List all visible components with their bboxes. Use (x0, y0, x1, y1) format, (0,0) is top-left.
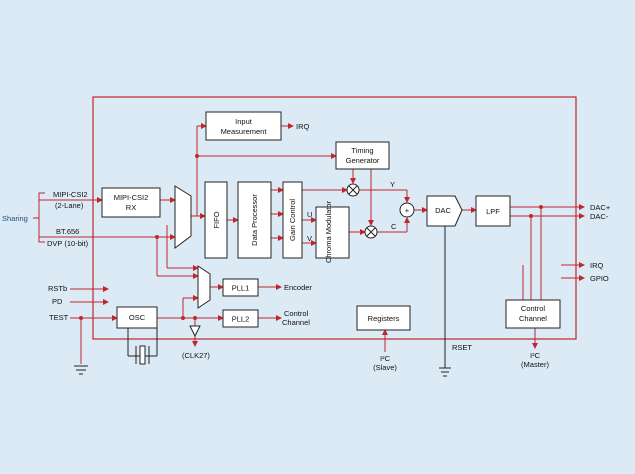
clk27-label: (CLK27) (182, 351, 210, 360)
i2c-master-label-1: I²C (530, 351, 541, 360)
mipi-rx-label-1: MIPI-CSI2 (114, 193, 149, 202)
block-pll2: PLL2 (222, 309, 259, 328)
control-channel-block-label-1: Control (521, 304, 546, 313)
control-channel-out-label-1: Control (284, 309, 309, 318)
pll1-label: PLL1 (232, 284, 250, 293)
adder-symbol: + (405, 206, 410, 215)
block-data-processor: Data Processor (237, 181, 272, 259)
irq-right-label: IRQ (590, 261, 604, 270)
data-processor-label: Data Processor (250, 194, 259, 246)
control-channel-out-label-2: Channel (282, 318, 310, 327)
c-label: C (391, 222, 397, 231)
clk-buffer (189, 325, 201, 338)
pll-mux (197, 265, 211, 309)
irq-top-label: IRQ (296, 122, 310, 131)
fifo-label: FIFO (212, 211, 221, 228)
dac-plus-label: DAC+ (590, 203, 611, 212)
chip-boundary (92, 96, 577, 340)
block-timing-generator: Timing Generator (335, 141, 390, 170)
y-label: Y (390, 180, 395, 189)
osc-label: OSC (129, 313, 146, 322)
gain-control-label: Gain Control (288, 199, 297, 241)
rstb-label: RSTb (48, 284, 67, 293)
block-mipi-rx: MIPI-CSI2 RX (101, 187, 161, 218)
control-channel-block-label-2: Channel (519, 314, 547, 323)
v-label: V (307, 234, 312, 243)
i2c-slave-label-2: (Slave) (373, 363, 397, 372)
mixer-c (364, 225, 378, 239)
block-osc: OSC (116, 306, 158, 329)
chroma-modulator-label: Chroma Modulator (324, 200, 333, 263)
signal-wires (33, 123, 585, 364)
block-control-channel: Control Channel (505, 299, 561, 329)
registers-label: Registers (368, 314, 400, 323)
block-lpf: LPF (475, 195, 511, 227)
block-dac: DAC (426, 195, 463, 227)
bt656-label: BT.656 (56, 227, 79, 236)
block-gain-control: Gain Control (282, 181, 303, 259)
pll2-label: PLL2 (232, 315, 250, 324)
i2c-slave-label-1: I²C (380, 354, 391, 363)
dvp-label: DVP (10-bit) (47, 239, 89, 248)
gpio-label: GPIO (590, 274, 609, 283)
mixer-y (346, 183, 360, 197)
timing-generator-label-2: Generator (346, 156, 380, 165)
two-lane-label: (2-Lane) (55, 201, 84, 210)
rset-label: RSET (452, 343, 472, 352)
mipi-rx-label-2: RX (126, 203, 136, 212)
encoder-label: Encoder (284, 283, 312, 292)
test-label: TEST (49, 313, 69, 322)
i2c-master-label-2: (Master) (521, 360, 549, 369)
u-label: U (307, 210, 312, 219)
block-pll1: PLL1 (222, 278, 259, 297)
input-measurement-label-1: Input (235, 117, 253, 126)
input-measurement-label-2: Measurement (221, 127, 268, 136)
junction-dots (79, 154, 543, 320)
block-registers: Registers (356, 305, 411, 331)
dac-minus-label: DAC- (590, 212, 609, 221)
dac-label: DAC (435, 206, 451, 215)
sharing-label: Sharing (2, 214, 28, 223)
mipi-csi2-label: MIPI-CSI2 (53, 190, 88, 199)
block-input-measurement: Input Measurement (205, 111, 282, 141)
lpf-label: LPF (486, 207, 500, 216)
block-fifo: FIFO (204, 181, 228, 259)
timing-generator-label-1: Timing (351, 146, 373, 155)
input-mux (174, 185, 192, 249)
pd-label: PD (52, 297, 63, 306)
block-chroma-modulator: Chroma Modulator (315, 200, 350, 263)
control-wires (74, 226, 451, 377)
adder: + (399, 202, 415, 218)
